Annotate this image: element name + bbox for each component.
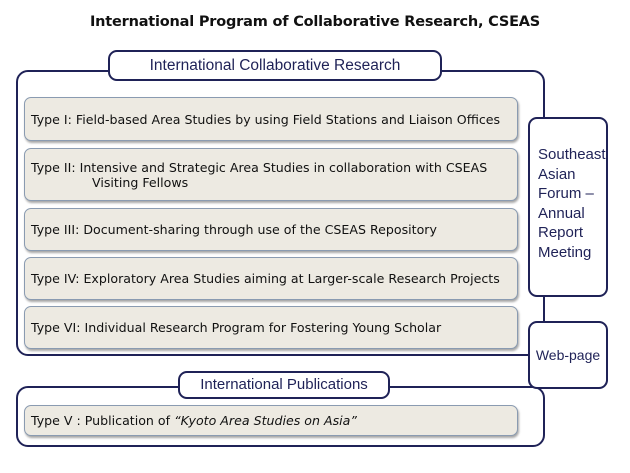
type-3-box: Type III: Document-sharing through use o…	[24, 208, 518, 251]
southeast-asian-forum-box: Southeast Asian Forum – Annual Report Me…	[528, 117, 608, 297]
diagram-title: International Program of Collaborative R…	[89, 14, 541, 30]
type-1-label: Type I: Field-based Area Studies by usin…	[31, 111, 501, 127]
web-page-box: Web-page	[528, 321, 608, 389]
forum-line-3: Forum –	[538, 185, 594, 202]
forum-line-5: Report	[538, 224, 584, 241]
forum-line-1: Southeast	[538, 146, 606, 163]
type-2-label: Type II: Intensive and Strategic Area St…	[31, 159, 488, 175]
type-2-label-continued: Visiting Fellows	[92, 174, 189, 190]
type-5-publication-title: “Kyoto Area Studies on Asia”	[174, 413, 357, 428]
type-4-box: Type IV: Exploratory Area Studies aiming…	[24, 257, 518, 300]
type-5-label: Type V : Publication of “Kyoto Area Stud…	[31, 413, 517, 428]
type-5-box: Type V : Publication of “Kyoto Area Stud…	[24, 405, 518, 436]
type-6-label: Type VI: Individual Research Program for…	[31, 320, 442, 335]
type-1-box: Type I: Field-based Area Studies by usin…	[24, 97, 518, 141]
type-4-label: Type IV: Exploratory Area Studies aiming…	[31, 271, 500, 286]
forum-line-4: Annual	[538, 204, 585, 222]
publications-header: International Publications	[178, 371, 390, 399]
collaborative-research-header: International Collaborative Research	[108, 50, 442, 81]
type-6-box: Type VI: Individual Research Program for…	[24, 306, 518, 349]
forum-line-6: Meeting	[538, 243, 592, 261]
type-5-prefix: Type V : Publication of	[31, 413, 175, 428]
forum-line-2: Asian	[538, 165, 576, 183]
type-3-label: Type III: Document-sharing through use o…	[31, 222, 437, 237]
type-2-box: Type II: Intensive and Strategic Area St…	[24, 148, 518, 201]
